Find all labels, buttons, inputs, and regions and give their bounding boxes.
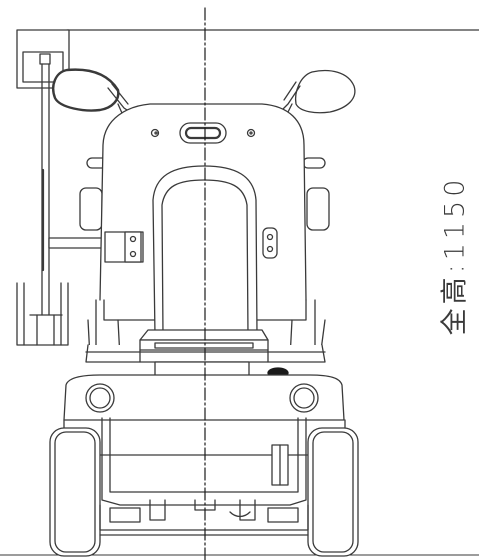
right-wheel (308, 428, 358, 556)
undercarriage (100, 500, 308, 535)
cane-clamp (105, 232, 143, 262)
overall-height-label: 全高:1150 (439, 175, 471, 335)
right-mirror (280, 71, 355, 120)
cane-holder (17, 30, 105, 345)
overall-height-dimension: 全高:1150 (425, 160, 479, 350)
left-wheel (50, 428, 100, 556)
seat-back (100, 104, 306, 335)
left-mirror (53, 70, 130, 120)
